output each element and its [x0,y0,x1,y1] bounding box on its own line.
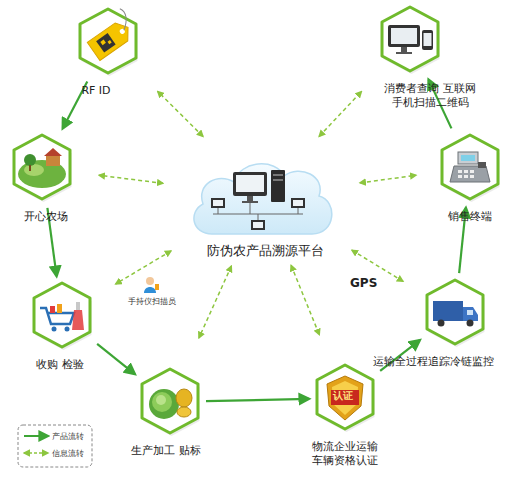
cart-icon [40,302,84,332]
info-flow-arrow [360,175,416,183]
hexagon-shape [317,365,373,429]
hexagon-outline [438,132,502,204]
truck-icon [433,301,478,327]
node-label: 防伪农产品溯源平台 [207,244,324,258]
node-label: 消费者查询 互联网 手机扫描二维码 [374,82,486,110]
hexagon-outline [423,277,487,349]
legend-frame [18,425,92,467]
cloud-outline [188,154,338,238]
hexagon-outline [30,280,94,352]
hexagon-shape [14,135,70,199]
hexagon-outline [10,132,74,204]
cloud-shape [194,164,332,234]
register-icon [450,152,490,182]
process-hexagon: RF ID [76,6,140,78]
gps-label: GPS [350,276,377,290]
node-label: 销售终端 [448,210,492,224]
node-label: 开心农场 [24,210,68,224]
info-flow-arrow [116,251,171,284]
node-label: 生产加工 贴标 [131,444,201,458]
info-flow-arrow [99,175,163,183]
hexagon-outline [138,366,202,438]
hexagon-shape [80,9,136,73]
process-hexagon: 运输全过程追踪冷链监控 [423,277,487,349]
product-flow-arrow [206,399,309,401]
cabbage-icon [149,389,192,419]
hexagon-outline [378,4,442,76]
node-label: 收购 检验 [36,358,84,372]
certification-badge [327,376,363,420]
hexagon-shape [427,280,483,344]
monitor-phone-icon [388,25,433,54]
product-flow-arrow [97,344,135,374]
process-hexagon: 物流企业运输 车辆资格认证 [313,362,377,434]
process-hexagon: 生产加工 贴标 [138,366,202,438]
legend-text: 信息流转 [52,448,84,459]
legend-solid-arrow [24,435,48,437]
platform-cloud: 防伪农产品溯源平台 [188,154,338,238]
node-label: 运输全过程追踪冷链监控 [373,355,494,369]
hexagon-shape [142,369,198,433]
info-flow-arrow [199,266,231,338]
node-label: RF ID [81,84,110,98]
process-hexagon: 收购 检验 [30,280,94,352]
info-flow-arrow [291,265,319,334]
scanner-person [144,277,159,293]
hexagon-outline [313,362,377,434]
info-flow-arrow [158,91,203,136]
legend-dashed-arrow [24,452,48,454]
info-flow-arrow [352,250,403,281]
node-label: 物流企业运输 车辆资格认证 [303,440,387,468]
process-hexagon: 开心农场 [10,132,74,204]
hexagon-shape [34,283,90,347]
server-computers [211,170,305,230]
process-hexagon: 销售终端 [438,132,502,204]
hexagon-outline [76,6,140,78]
scanner-label: 手持仪扫描员 [128,296,176,307]
info-flow-arrow [319,92,361,137]
hexagon-shape [442,135,498,199]
legend-text: 产品流转 [52,431,84,442]
farm-icon [18,148,66,188]
rfid-tag [82,8,139,61]
hexagon-shape [382,7,438,71]
process-hexagon: 消费者查询 互联网 手机扫描二维码 [378,4,442,76]
